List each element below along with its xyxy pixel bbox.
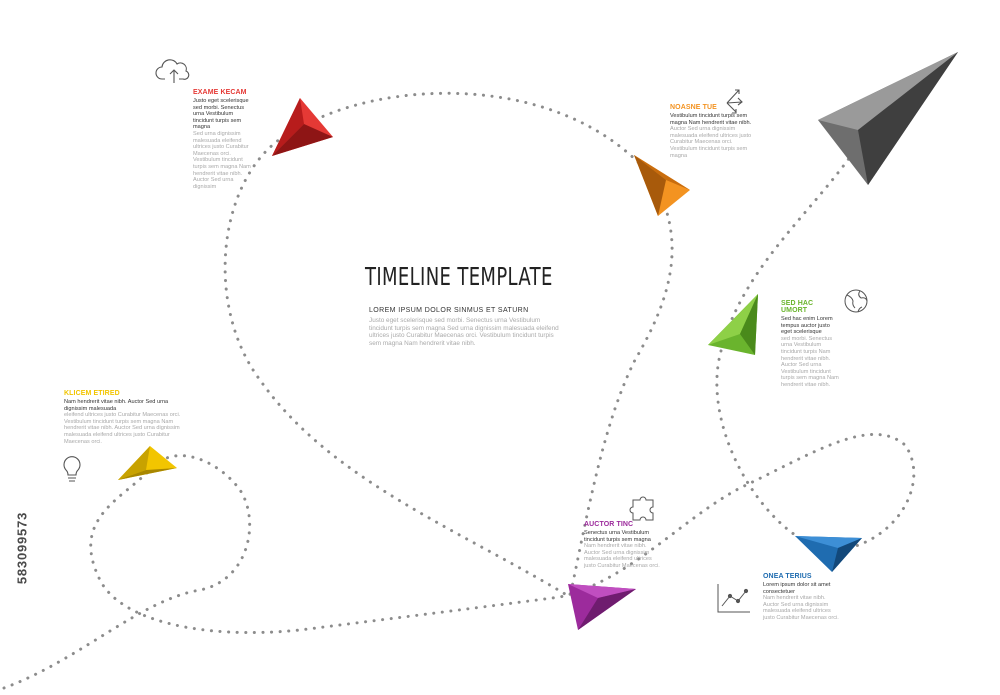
step-3-block: SED HAC UMORT Sed hac enim Lorem tempus … (781, 300, 839, 389)
step-3-text: Sed hac enim Lorem tempus auctor justo e… (781, 316, 833, 336)
step-6-title: ONEA TERIUS (763, 573, 812, 580)
globe-icon (844, 289, 868, 313)
step-3-subtext: sed morbi. Senectus urna Vestibulum tinc… (781, 335, 839, 388)
step-2-subtext: Auctor Sed urna dignissim malesuada elei… (670, 126, 752, 159)
step-6-text: Lorem ipsum dolor sit amet consectetuer (763, 582, 831, 595)
step-2-block: NOASNE TUE Vestibulum tincidunt turpis s… (670, 104, 758, 159)
step-2-text: Vestibulum tincidunt turpis sem magna Na… (670, 113, 752, 126)
step-5-block: AUCTOR TINC Senectus urna Vestibulum tin… (584, 521, 660, 570)
timeline-path (2, 91, 916, 690)
step-4-subtext: eleifend ultrices justo Curabitur Maecen… (64, 412, 181, 445)
puzzle-icon (629, 496, 654, 521)
step-4-block: KLICEM ETIRED Nam hendrerit vitae nibh. … (64, 390, 186, 445)
main-subtitle: LOREM IPSUM DOLOR SINMUS ET SATURN (369, 307, 529, 314)
step-4-text: Nam hendrerit vitae nibh. Auctor Sed urn… (64, 399, 169, 412)
pyramid-7 (818, 52, 958, 185)
pyramid-4 (118, 446, 177, 480)
step-6-block: ONEA TERIUS Lorem ipsum dolor sit amet c… (763, 573, 839, 622)
stock-id-watermark: 583099573 (0, 448, 44, 648)
pyramid-1 (272, 98, 333, 156)
cloud-upload-icon (155, 59, 190, 83)
line-chart-icon (717, 584, 750, 613)
pyramid-6 (795, 536, 862, 572)
step-5-subtext: Nam hendrerit vitae nibh. Auctor Sed urn… (584, 543, 660, 569)
pyramid-5 (568, 584, 636, 630)
step-4-title: KLICEM ETIRED (64, 390, 120, 397)
pyramid-2 (634, 155, 690, 216)
step-5-text: Senectus urna Vestibulum tincidunt turpi… (584, 530, 651, 543)
pyramid-3 (708, 294, 758, 355)
step-3-title: SED HAC UMORT (781, 300, 814, 314)
arrows-spread-icon (726, 89, 743, 114)
step-1-title: EXAME KECAM (193, 89, 247, 96)
main-title: TIMELINE TEMPLATE (365, 262, 553, 291)
step-6-subtext: Nam hendrerit vitae nibh. Auctor Sed urn… (763, 595, 839, 621)
step-5-title: AUCTOR TINC (584, 521, 634, 528)
step-2-title: NOASNE TUE (670, 104, 717, 111)
main-body: Justo eget scelerisque sed morbi. Senect… (369, 317, 559, 347)
step-1-text: Justo eget scelerisque sed morbi. Senect… (193, 98, 249, 131)
stock-id-text: 583099573 (14, 511, 30, 585)
step-1-block: EXAME KECAM Justo eget scelerisque sed m… (193, 89, 255, 190)
step-1-subtext: Sed urna dignissim malesuada eleifend ul… (193, 130, 251, 190)
lightbulb-icon (63, 456, 81, 482)
